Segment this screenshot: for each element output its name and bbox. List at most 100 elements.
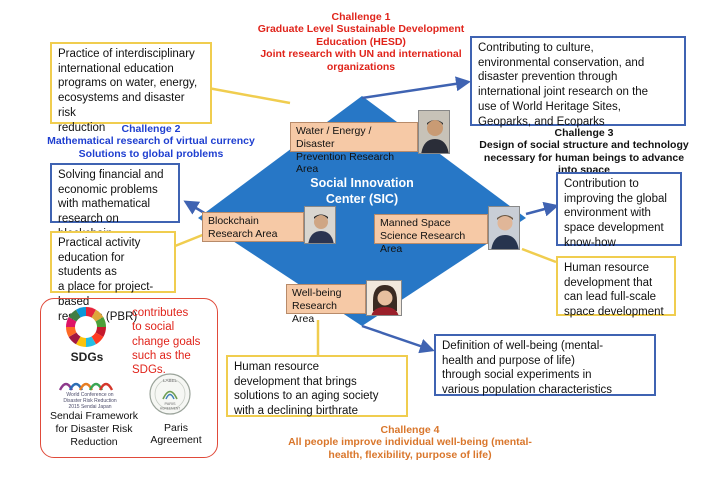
box-line: Contribution to [564, 178, 639, 190]
sendai-framework-label: Sendai Framework for Disaster Risk Reduc… [44, 410, 144, 448]
box-line: Contributing to culture, [478, 42, 594, 54]
aging-box: Human resource development that brings s… [226, 355, 408, 417]
contributes-line: contributes [132, 307, 189, 319]
area-wellbeing: Well-being Research Area [286, 284, 366, 325]
box-line: health and purpose of life) [442, 354, 575, 367]
box-line: Practice of interdisciplinary [58, 48, 195, 60]
person-icon [367, 281, 401, 315]
paris-agreement-label: Paris Agreement [150, 422, 202, 446]
box-line: with a declining birthrate [234, 405, 359, 418]
challenge-1-line: Education (HESD) [316, 35, 406, 48]
arrow-culture [361, 76, 471, 100]
line-space-hr [521, 247, 557, 264]
area-line: Research Area [292, 299, 337, 325]
researcher-photo-wellbeing [366, 280, 402, 316]
sic-diamond [198, 96, 526, 326]
challenge-3-heading: Challenge 3 Design of social structure a… [452, 127, 716, 177]
wcdrr-logo-icon [58, 382, 114, 391]
wcdrr-caption: World Conference on Disaster Risk Reduct… [50, 392, 130, 410]
box-line: with mathematical [58, 198, 151, 211]
area-line: Manned Space [380, 217, 451, 229]
box-line: various population characteristics [442, 384, 613, 397]
box-line: international joint research on the [478, 86, 649, 99]
area-line: Prevention Research Area [296, 150, 395, 176]
challenge-4-line: health, flexibility, purpose of life) [328, 448, 492, 461]
wcdrr-line: 2015 Sendai Japan [68, 404, 112, 410]
box-line: disaster prevention through [478, 71, 618, 84]
area-line: Blockchain [208, 215, 259, 227]
box-line: Solving financial and [58, 169, 164, 181]
box-line: space development [564, 222, 664, 235]
box-line: Human resource [564, 262, 650, 274]
wcdrr-line: World Conference on [66, 392, 114, 398]
box-line: international education [58, 62, 174, 75]
challenge-1-line: organizations [326, 60, 396, 73]
challenge-2-heading: Challenge 2 Mathematical research of vir… [40, 123, 262, 160]
contributes-line: to social [132, 321, 175, 334]
center-line: Center (SIC) [325, 191, 399, 206]
area-line: Research Area [208, 227, 278, 240]
box-line: use of World Heritage Sites, [478, 100, 621, 113]
sendai-line: Sendai Framework [49, 410, 139, 422]
challenge-4-title: Challenge 4 [380, 424, 440, 436]
paris-agreement-badge-icon: LABEL PARIS AGREEMENT [149, 373, 191, 415]
box-line: Definition of well-being (mental- [442, 340, 604, 352]
box-line: programs on water, energy, [58, 77, 198, 90]
area-line: Water / Energy / Disaster [296, 125, 372, 150]
box-line: environmental conservation, and [478, 56, 645, 69]
sdg-frame [40, 298, 218, 458]
sdg-wheel-icon [66, 307, 106, 347]
area-blockchain: Blockchain Research Area [202, 212, 304, 242]
challenge-2-title: Challenge 2 [121, 123, 181, 135]
sdg-contributes-text: contributes to social change goals such … [132, 306, 216, 377]
box-line: know-how [564, 236, 616, 249]
challenge-1-line: Joint research with UN and international [260, 48, 462, 61]
researcher-photo-blockchain [304, 206, 336, 244]
box-line: can lead full-scale [564, 291, 657, 304]
person-icon [305, 207, 335, 243]
challenge-4-line: All people improve individual well-being… [288, 436, 532, 449]
area-space: Manned Space Science Research Area [374, 214, 488, 255]
interdisciplinary-box: Practice of interdisciplinary internatio… [50, 42, 212, 134]
arrow-wellbeing-def [361, 324, 435, 354]
box-line: Geoparks, and Ecoparks [478, 115, 605, 128]
sendai-line: for Disaster Risk [55, 422, 133, 435]
box-line: reduction [58, 121, 106, 134]
sendai-line: Reduction [70, 435, 118, 448]
sic-center-label: Social Innovation Center (SIC) [292, 176, 432, 207]
challenge-2-line: Solutions to global problems [78, 147, 224, 160]
box-line: development that brings [234, 375, 357, 388]
wcdrr-line: Disaster Risk Reduction [63, 398, 117, 404]
person-icon [489, 207, 519, 249]
contributes-line: change goals [132, 335, 201, 348]
challenge-2-line: Mathematical research of virtual currenc… [47, 135, 255, 148]
box-line: education for students as [58, 251, 125, 279]
researcher-photo-water [418, 110, 450, 154]
area-water: Water / Energy / Disaster Prevention Res… [290, 122, 418, 175]
sdg-label: SDGs [70, 350, 104, 364]
box-line: environment with [564, 207, 651, 220]
center-line: Social Innovation [310, 176, 414, 190]
box-line: through social experiments in [442, 369, 592, 382]
area-line: Science Research Area [380, 229, 466, 255]
challenge-3-line: Design of social structure and technolog… [479, 139, 689, 152]
box-line: development that [564, 276, 653, 289]
global-env-box: Contribution to improving the global env… [556, 172, 682, 249]
researcher-photo-space [488, 206, 520, 250]
paris-badge-text: LABEL [163, 378, 178, 383]
contributes-line: such as the [132, 349, 191, 362]
challenge-1-title: Challenge 1 [331, 11, 391, 23]
wellbeing-def-box: Definition of well-being (mental- health… [434, 334, 656, 396]
challenge-1-heading: Challenge 1 Graduate Level Sustainable D… [210, 11, 512, 73]
challenge-3-title: Challenge 3 [554, 127, 614, 139]
person-icon [419, 111, 449, 153]
line-interdisciplinary [207, 86, 291, 105]
box-line: ecosystems and disaster risk [58, 92, 185, 119]
paris-badge-text: PARIS [164, 402, 176, 406]
arrow-global-env [525, 201, 559, 217]
challenge-3-line: necessary for human beings to advance [483, 151, 685, 164]
box-line: solutions to an aging society [234, 390, 379, 403]
box-line: space development [564, 306, 664, 319]
paris-badge-text: AGREEMENT [160, 407, 180, 411]
